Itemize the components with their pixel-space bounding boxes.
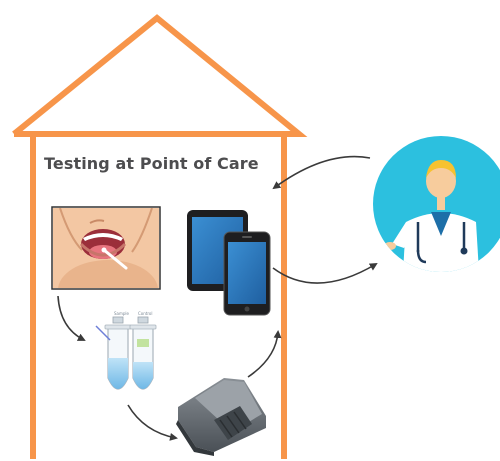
arrow-doctor-to-devices <box>272 155 371 190</box>
diagram-title: Testing at Point of Care <box>44 154 259 173</box>
arrow-swab-to-tubes <box>57 295 86 341</box>
arrow-devices-to-doctor <box>272 262 378 284</box>
tube-label-sample: Sample <box>114 311 130 316</box>
doctor-icon <box>373 136 500 272</box>
house-outline <box>12 14 308 459</box>
test-tubes-icon: Sample Control <box>95 311 157 390</box>
mouth-swab-photo <box>51 206 161 290</box>
reader-device-icon <box>176 378 266 456</box>
arrow-reader-to-devices <box>247 330 282 378</box>
arrow-tubes-to-reader <box>127 404 178 441</box>
flow-arrows <box>57 155 378 441</box>
phone-device-icon <box>223 231 271 316</box>
tube-label-control: Control <box>138 311 152 316</box>
